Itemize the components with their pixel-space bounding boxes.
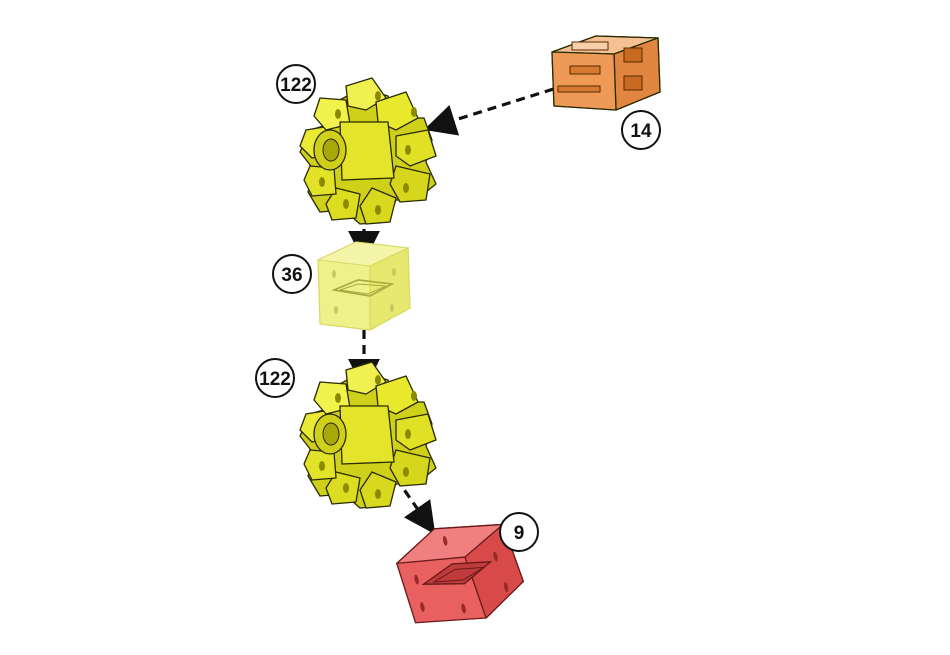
gear-bottom-part <box>300 362 436 508</box>
part-number-red-cube: 9 <box>514 523 525 544</box>
clear-cube-part <box>318 242 410 330</box>
orange-block-part <box>552 36 660 110</box>
callout-part-number-red-cube: 9 <box>500 513 538 551</box>
part-number-orange-block: 14 <box>630 121 652 142</box>
callout-part-number-clear-cube: 36 <box>273 255 311 293</box>
callout-part-number-gear-top: 122 <box>277 65 315 103</box>
gear-top-part <box>300 78 436 224</box>
callout-part-number-gear-bottom: 122 <box>256 359 294 397</box>
part-number-gear-top: 122 <box>280 75 312 96</box>
callout-part-number-orange-block: 14 <box>622 111 660 149</box>
part-number-gear-bottom: 122 <box>259 369 291 390</box>
part-number-clear-cube: 36 <box>281 265 302 286</box>
